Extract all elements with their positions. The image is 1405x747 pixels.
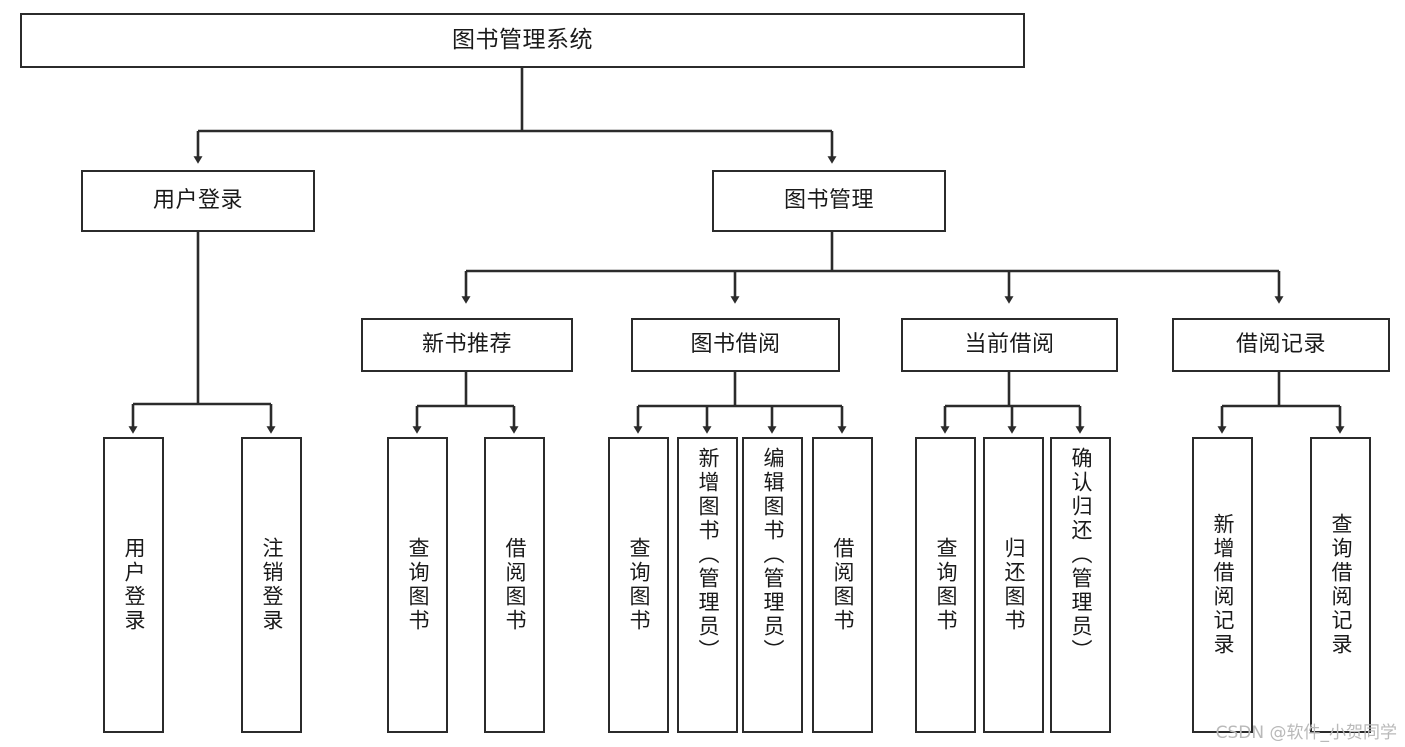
- node-label: 图书管理系统: [452, 26, 593, 53]
- node-label: 查询图书: [406, 537, 430, 633]
- node-label: 注销登录: [260, 537, 284, 633]
- leaf-query-book-borrow[interactable]: 查询图书: [608, 437, 669, 733]
- node-label: 图书借阅: [690, 332, 781, 358]
- node-borrow-record[interactable]: 借阅记录: [1172, 318, 1390, 372]
- node-current-borrow[interactable]: 当前借阅: [901, 318, 1118, 372]
- leaf-add-book-admin[interactable]: 新增图书（管理员）: [677, 437, 738, 733]
- node-user-login[interactable]: 用户登录: [81, 170, 315, 232]
- leaf-borrow-book-recommend[interactable]: 借阅图书: [484, 437, 545, 733]
- node-label: 查询图书: [627, 537, 651, 633]
- node-book-borrow[interactable]: 图书借阅: [631, 318, 840, 372]
- node-label: 编辑图书（管理员）: [761, 447, 785, 663]
- node-new-book-recommend[interactable]: 新书推荐: [361, 318, 573, 372]
- node-label: 归还图书: [1002, 537, 1026, 633]
- node-label: 借阅图书: [831, 537, 855, 633]
- node-label: 新增图书（管理员）: [696, 447, 720, 663]
- leaf-borrow-book[interactable]: 借阅图书: [812, 437, 873, 733]
- leaf-logout[interactable]: 注销登录: [241, 437, 302, 733]
- leaf-query-borrow-record[interactable]: 查询借阅记录: [1310, 437, 1371, 733]
- leaf-return-book[interactable]: 归还图书: [983, 437, 1044, 733]
- node-label: 新增借阅记录: [1211, 513, 1235, 657]
- node-label: 用户登录: [152, 188, 243, 214]
- node-label: 用户登录: [122, 537, 146, 633]
- node-label: 图书管理: [783, 188, 874, 214]
- leaf-query-book-recommend[interactable]: 查询图书: [387, 437, 448, 733]
- node-book-management[interactable]: 图书管理: [712, 170, 946, 232]
- node-label: 查询图书: [934, 537, 958, 633]
- node-root-system[interactable]: 图书管理系统: [20, 13, 1025, 68]
- node-label: 查询借阅记录: [1329, 513, 1353, 657]
- leaf-confirm-return-admin[interactable]: 确认归还（管理员）: [1050, 437, 1111, 733]
- leaf-add-borrow-record[interactable]: 新增借阅记录: [1192, 437, 1253, 733]
- node-label: 当前借阅: [964, 332, 1055, 358]
- node-label: 确认归还（管理员）: [1069, 447, 1093, 663]
- leaf-user-login[interactable]: 用户登录: [103, 437, 164, 733]
- node-label: 借阅记录: [1235, 332, 1326, 358]
- leaf-query-book-current[interactable]: 查询图书: [915, 437, 976, 733]
- leaf-edit-book-admin[interactable]: 编辑图书（管理员）: [742, 437, 803, 733]
- node-label: 借阅图书: [503, 537, 527, 633]
- node-label: 新书推荐: [421, 332, 512, 358]
